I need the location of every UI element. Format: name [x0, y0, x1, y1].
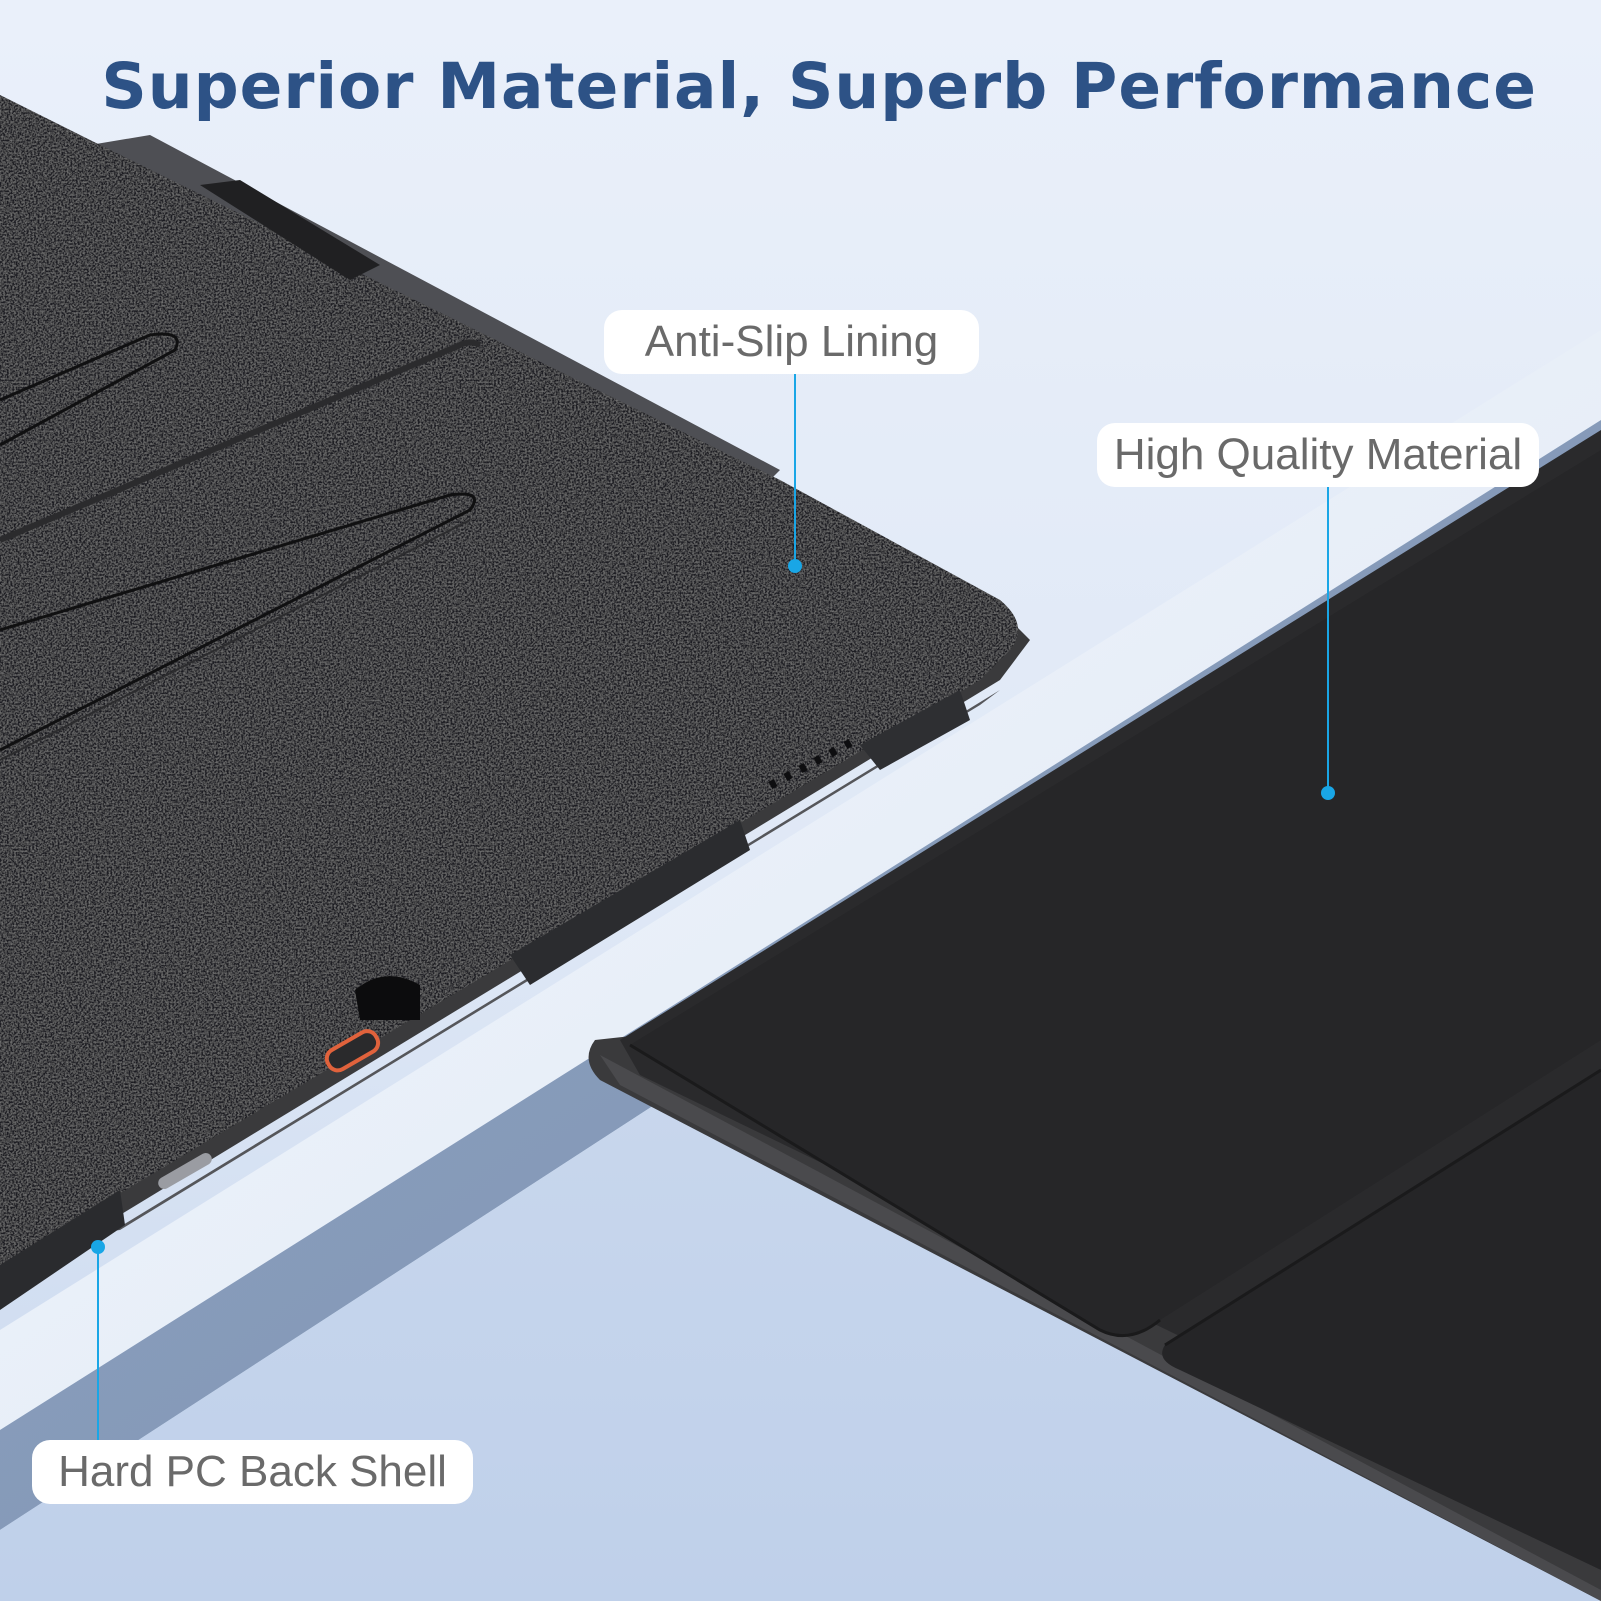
callout-anti-slip-line [794, 374, 796, 566]
callout-hard-shell-dot [91, 1240, 105, 1254]
usb-c-port [324, 1029, 381, 1073]
callout-high-quality: High Quality Material [1097, 423, 1539, 487]
callout-high-quality-label: High Quality Material [1113, 430, 1523, 479]
tablet-case-back [0, 95, 1030, 1310]
callout-anti-slip-dot [788, 559, 802, 573]
callout-hard-shell-label: Hard PC Back Shell [58, 1447, 447, 1496]
callout-high-quality-dot [1321, 786, 1335, 800]
speaker-grille [768, 739, 853, 789]
callout-hard-shell-line [97, 1248, 99, 1440]
callout-hard-shell: Hard PC Back Shell [32, 1440, 473, 1504]
callout-anti-slip: Anti-Slip Lining [604, 310, 979, 374]
callout-anti-slip-label: Anti-Slip Lining [644, 317, 939, 366]
diagonal-band-light [0, 330, 1601, 1430]
callout-high-quality-line [1327, 487, 1329, 793]
page-title: Superior Material, Superb Performance [101, 50, 1537, 123]
keyboard-cover [588, 430, 1601, 1601]
